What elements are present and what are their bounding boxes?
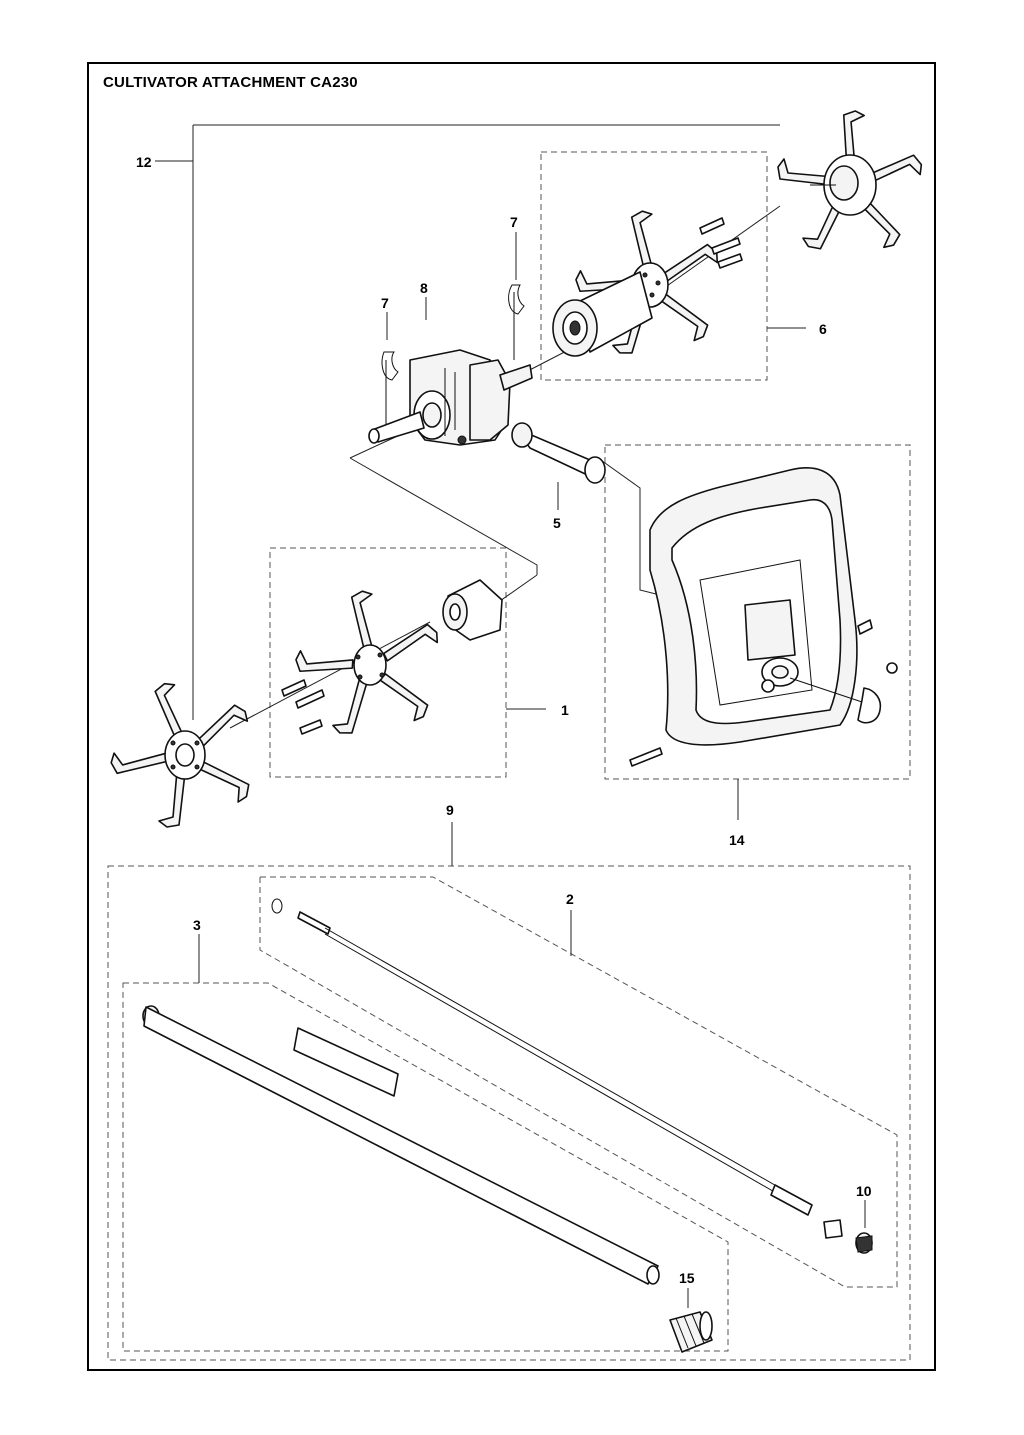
bushing-15 xyxy=(669,1311,713,1353)
pin-7a xyxy=(381,351,399,430)
group-box-3 xyxy=(122,982,729,1352)
group-box-6 xyxy=(540,151,768,381)
callout-12: 12 xyxy=(136,154,152,170)
group-box-9 xyxy=(107,865,911,1361)
diagram-title: CULTIVATOR ATTACHMENT CA230 xyxy=(103,74,358,91)
callout-15: 15 xyxy=(679,1270,695,1286)
callout-1: 1 xyxy=(561,702,569,718)
bolts-left xyxy=(281,679,325,735)
callout-5: 5 xyxy=(553,515,561,531)
callout-7b: 7 xyxy=(510,214,518,230)
callout-3: 3 xyxy=(193,917,201,933)
alignment-line-left xyxy=(349,433,538,616)
group-box-1 xyxy=(269,547,507,778)
drive-sleeve xyxy=(511,422,606,484)
callout-10: 10 xyxy=(856,1183,872,1199)
outer-tine-left xyxy=(107,678,254,828)
bolts-right xyxy=(699,217,743,269)
callout-2: 2 xyxy=(566,891,574,907)
hub-right xyxy=(552,271,653,357)
diagram-frame xyxy=(87,62,936,1371)
pin-7b xyxy=(508,284,525,360)
inner-tine-left xyxy=(293,587,443,737)
protective-shield xyxy=(629,467,898,767)
callout-6: 6 xyxy=(819,321,827,337)
callout-14: 14 xyxy=(729,832,745,848)
coupler-10 xyxy=(823,1219,873,1254)
outer-tine-right xyxy=(777,108,927,254)
alignment-line-5-14 xyxy=(597,457,661,596)
callout-8: 8 xyxy=(420,280,428,296)
drive-shaft xyxy=(271,898,813,1216)
callout-9: 9 xyxy=(446,802,454,818)
leader-12 xyxy=(155,124,780,720)
callout-7a: 7 xyxy=(381,295,389,311)
shaft-tube xyxy=(142,1005,660,1285)
group-box-2 xyxy=(259,876,898,1288)
group-box-14 xyxy=(604,444,911,780)
hub-left xyxy=(442,579,503,641)
decal-label xyxy=(293,1027,399,1097)
alignment-line-hub-1 xyxy=(229,621,431,729)
gearbox xyxy=(368,349,533,446)
